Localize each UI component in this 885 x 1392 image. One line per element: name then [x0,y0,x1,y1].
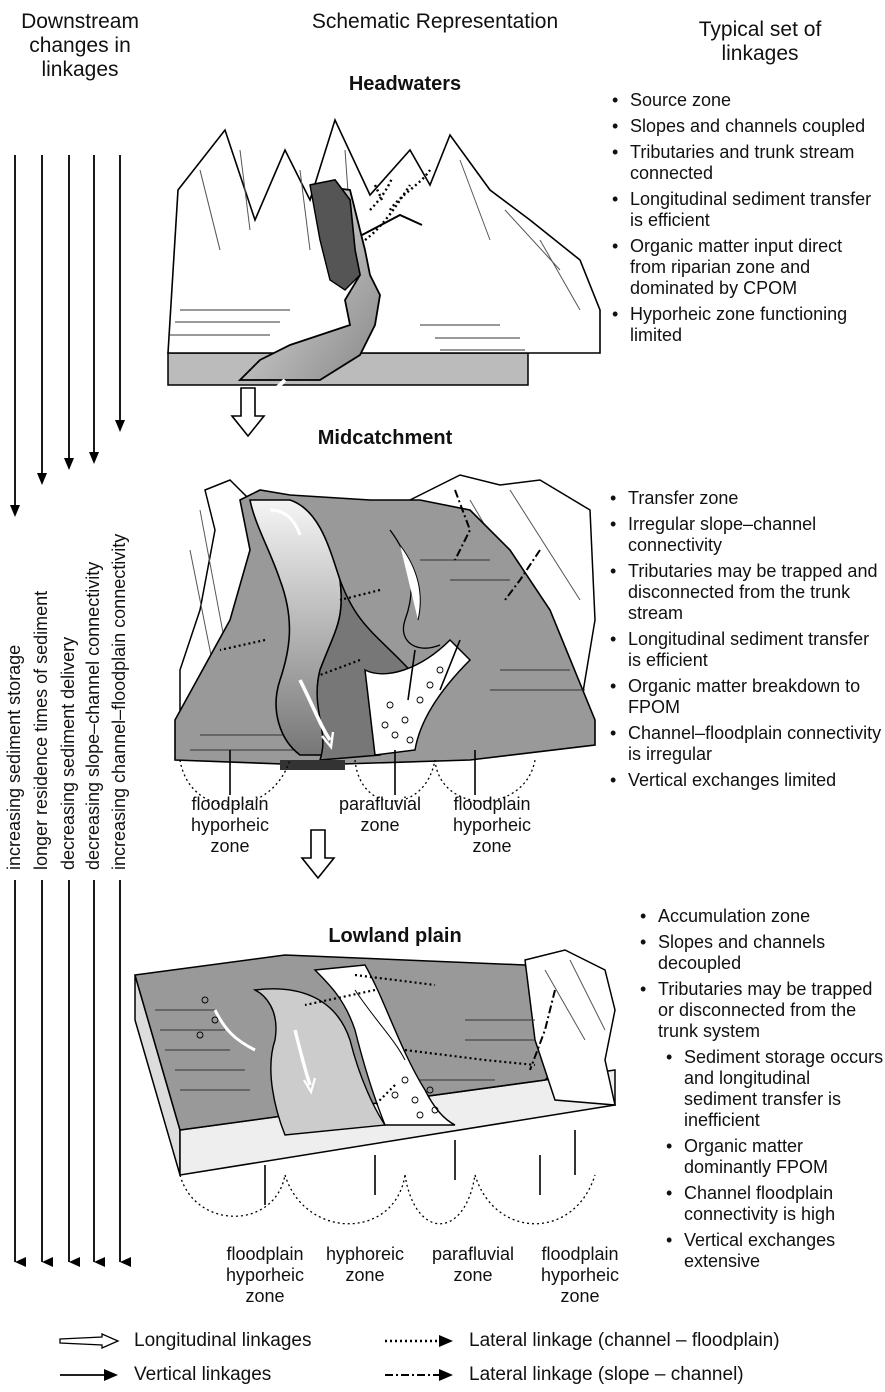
legend-vertical: Vertical linkages [60,1364,271,1386]
trend-label-delivery: decreasing sediment delivery [58,637,79,870]
linkage-subitem: Sediment storage occurs and longitudinal… [662,1047,884,1131]
linkage-item: Source zone [608,90,883,111]
linkage-item: Transfer zone [606,488,883,509]
trend-line-lower [15,880,120,1262]
lowland-title: Lowland plain [270,925,520,948]
lowland-linkages: Accumulation zone Slopes and channels de… [636,906,884,1277]
solid-arrow-icon [60,1368,120,1382]
legend-label: Lateral linkage (slope – channel) [469,1364,744,1386]
headwaters-linkages: Source zone Slopes and channels coupled … [608,90,883,351]
longitudinal-arrow-2 [300,830,336,880]
legend-label: Longitudinal linkages [134,1330,311,1352]
headwaters-illustration [160,110,600,390]
mid-zone-floodplain-right: floodplain hyporheic zone [432,794,552,857]
dash-dot-arrow-icon [385,1368,455,1382]
linkage-item: Slopes and channels coupled [608,116,883,137]
trend-arrowheads-upper [0,0,140,520]
right-column-header: Typical set of linkages [650,18,870,66]
linkage-item: Tributaries may be trapped and disconnec… [606,561,883,624]
midcatchment-illustration [170,470,595,800]
low-zone-hyphoreic: hyphoreic zone [315,1244,415,1286]
mid-zone-floodplain-left: floodplain hyporheic zone [170,794,290,857]
trend-label-residence: longer residence times of sediment [31,591,52,870]
linkage-item: Longitudinal sediment transfer is effici… [608,189,883,231]
longitudinal-arrow-1 [230,388,266,438]
linkage-item: Hyporheic zone functioning limited [608,304,883,346]
trend-label-slope-channel: decreasing slope–channel connectivity [83,562,104,870]
mid-zone-parafluvial: parafluvial zone [325,794,435,836]
trend-label-storage: increasing sediment storage [4,645,25,870]
center-column-header: Schematic Representation [270,10,600,34]
lowland-illustration [135,950,625,1260]
low-zone-floodplain-left: floodplain hyporheic zone [205,1244,325,1307]
low-zone-floodplain-right: floodplain hyporheic zone [520,1244,640,1307]
dotted-arrow-icon [385,1334,455,1348]
legend-longitudinal: Longitudinal linkages [60,1330,311,1352]
legend-lateral-slope-channel: Lateral linkage (slope – channel) [385,1364,744,1386]
linkage-subitem: Organic matter dominantly FPOM [662,1136,884,1178]
legend-lateral-channel-floodplain: Lateral linkage (channel – floodplain) [385,1330,780,1352]
linkage-item: Tributaries may be trapped or disconnect… [636,979,884,1042]
linkage-item: Vertical exchanges limited [606,770,883,791]
midcatchment-linkages: Transfer zone Irregular slope–channel co… [606,488,883,796]
legend-label: Vertical linkages [134,1364,271,1386]
linkage-item: Irregular slope–channel connectivity [606,514,883,556]
trend-label-channel-floodplain: increasing channel–floodplain connectivi… [109,534,130,870]
linkage-item: Longitudinal sediment transfer is effici… [606,629,883,671]
linkage-item: Accumulation zone [636,906,884,927]
linkage-subitem: Vertical exchanges extensive [662,1230,884,1272]
low-zone-parafluvial: parafluvial zone [418,1244,528,1286]
midcatchment-title: Midcatchment [260,427,510,450]
hollow-arrow-icon [60,1334,120,1348]
linkage-subitem: Channel floodplain connectivity is high [662,1183,884,1225]
headwaters-title: Headwaters [280,73,530,96]
linkage-item: Organic matter input direct from riparia… [608,236,883,299]
linkage-item: Slopes and channels decoupled [636,932,884,974]
linkage-item: Tributaries and trunk stream connected [608,142,883,184]
legend-label: Lateral linkage (channel – floodplain) [469,1330,780,1352]
linkage-item: Channel–floodplain connectivity is irreg… [606,723,883,765]
linkage-item: Organic matter breakdown to FPOM [606,676,883,718]
